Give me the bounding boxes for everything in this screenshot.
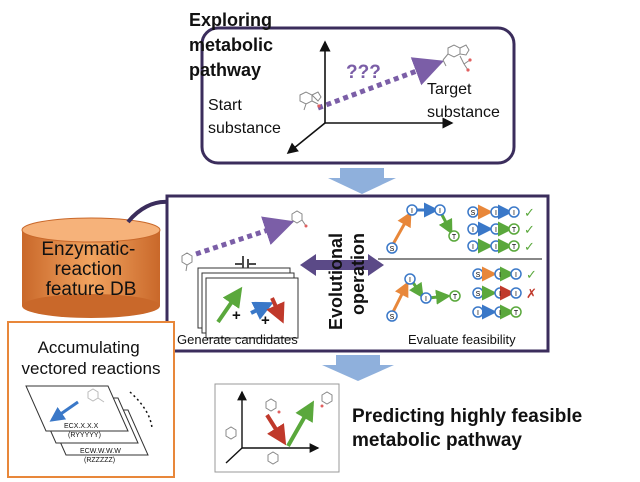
evaluation-rows-top: S I I I I T I I T ✓ ✓ ✓: [467, 204, 535, 255]
svg-text:T: T: [512, 227, 517, 234]
check-icon: ✓: [524, 240, 535, 255]
sheet-molecule-icon: [87, 388, 105, 403]
svg-text:I: I: [477, 310, 479, 317]
svg-text:I: I: [425, 296, 427, 303]
result-mid-molecule-icon: [265, 398, 281, 414]
result-red-arrow: [265, 413, 287, 446]
svg-text:I: I: [495, 227, 497, 234]
candidate-green-arrow: [216, 286, 243, 324]
svg-text:T: T: [452, 234, 457, 241]
exploring-title: Exploring metabolic pathway: [189, 10, 278, 80]
svg-text:I: I: [515, 291, 517, 298]
evaluation-rows-bottom: S I I S I I I I T ✓ ✗: [472, 266, 537, 320]
svg-text:S: S: [390, 314, 395, 321]
top-panel: ??? Start substance Target substance: [200, 26, 516, 165]
start-label: Start substance: [208, 97, 281, 137]
candidate-start-molecule-icon: [181, 252, 193, 272]
unknown-pathway-arrow: [317, 57, 445, 111]
reaction-id-1: (RYYYYY): [68, 432, 101, 439]
evolution-label: Evolutional operation: [326, 228, 368, 330]
bottom-panel-frame: [214, 383, 340, 473]
pathway-graph-top: S I I T: [386, 202, 460, 254]
result-bottom-molecule-icon: [267, 451, 279, 465]
result-target-molecule-icon: [320, 391, 333, 408]
target-label: Target substance: [427, 81, 500, 121]
svg-text:S: S: [476, 272, 481, 279]
prediction-title: Predicting highly feasible metabolic pat…: [352, 406, 587, 451]
ec-number-2: ECW.W.W.W: [80, 448, 121, 455]
candidate-target-molecule-icon: [291, 210, 308, 228]
svg-text:I: I: [513, 210, 515, 217]
svg-text:S: S: [390, 246, 395, 253]
svg-text:I: I: [499, 272, 501, 279]
enzymatic-db-cylinder: Enzymatic- reaction feature DB: [21, 217, 161, 318]
candidate-dashed-arrow: [195, 216, 295, 257]
start-molecule-icon: [299, 91, 322, 111]
candidate-red-arrow: [266, 297, 285, 324]
svg-text:I: I: [515, 272, 517, 279]
check-icon: ✓: [524, 223, 535, 238]
generate-label: Generate candidates: [177, 332, 298, 347]
unknown-label: ???: [346, 62, 381, 83]
svg-text:I: I: [495, 244, 497, 251]
db-label: Enzymatic- reaction feature DB: [41, 239, 140, 300]
svg-text:I: I: [411, 208, 413, 215]
svg-text:I: I: [495, 210, 497, 217]
svg-text:S: S: [476, 291, 481, 298]
svg-text:I: I: [499, 310, 501, 317]
result-green-arrow: [286, 400, 314, 447]
candidate-cards: + +: [197, 267, 299, 339]
reaction-vector-arrow: [49, 400, 79, 422]
cross-icon: ✗: [526, 287, 537, 302]
accumulating-label: Accumulating vectored reactions: [22, 338, 161, 378]
svg-text:I: I: [499, 291, 501, 298]
plus-sign-1: +: [232, 307, 241, 324]
accumulating-panel: Accumulating vectored reactions ECX.X.X.…: [7, 321, 175, 478]
ec-number-1: ECX.X.X.X: [64, 423, 99, 430]
evolution-double-arrow: [300, 254, 384, 276]
evaluate-label: Evaluate feasibility: [408, 332, 516, 347]
operator-icon: [235, 256, 256, 272]
svg-text:I: I: [409, 277, 411, 284]
reaction-id-2: (RZZZZZ): [84, 457, 115, 464]
result-start-molecule-icon: [225, 426, 237, 440]
flow-arrow-2: [322, 355, 394, 381]
svg-text:T: T: [453, 294, 458, 301]
svg-text:I: I: [439, 208, 441, 215]
svg-text:T: T: [512, 244, 517, 251]
middle-panel: + + Evolutional operation S I I T: [165, 194, 550, 353]
svg-text:I: I: [472, 227, 474, 234]
plus-sign-2: +: [261, 312, 270, 329]
check-icon: ✓: [526, 268, 537, 283]
target-molecule-icon: [442, 44, 472, 72]
top-z-axis: [286, 122, 326, 155]
svg-text:S: S: [471, 210, 476, 217]
svg-text:T: T: [514, 310, 519, 317]
flow-arrow-1: [328, 168, 396, 194]
pathway-graph-bottom: S I I T: [386, 273, 461, 322]
bottom-panel: [214, 383, 340, 473]
check-icon: ✓: [524, 206, 535, 221]
svg-text:I: I: [472, 244, 474, 251]
